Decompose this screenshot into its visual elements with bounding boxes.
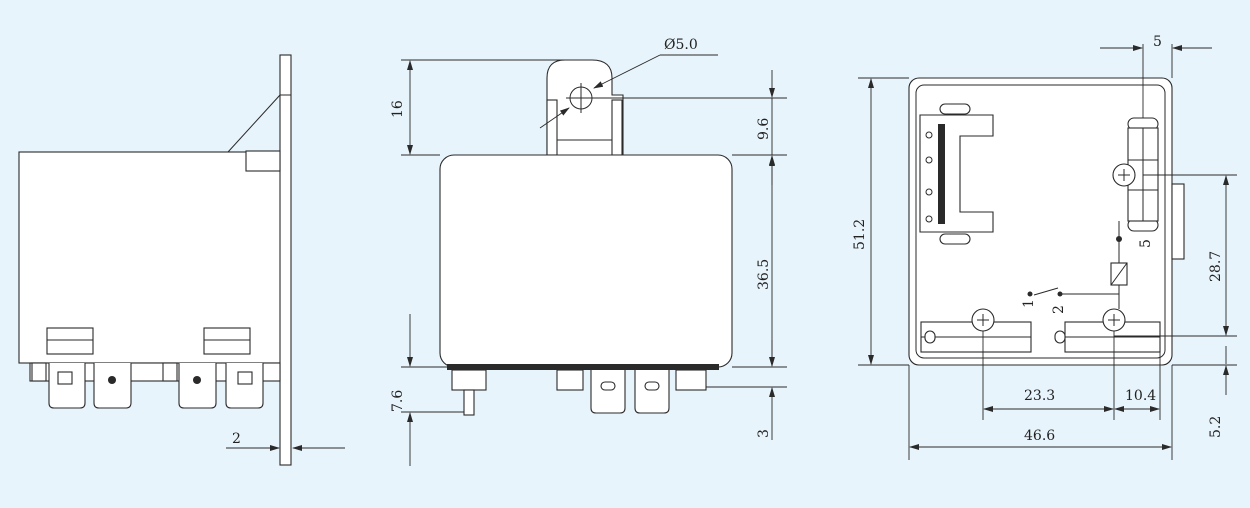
- terminal-label-5: 5: [1138, 239, 1154, 248]
- dim-bracket-height-label: 16: [390, 100, 406, 118]
- front-view: 16 9.6 36.5 3 7.6 Ø5.0: [390, 37, 787, 466]
- dim-width-label: 46.6: [1024, 428, 1055, 444]
- side-view: 2: [18, 54, 345, 466]
- dim-thickness-label: 2: [232, 431, 241, 447]
- dim-edge-offset-label: 10.4: [1125, 388, 1156, 404]
- side-view-mounting-plate: [279, 54, 292, 466]
- dim-hole-label: Ø5.0: [664, 37, 698, 53]
- dim-bottom-offset-label: 5.2: [1208, 416, 1224, 438]
- bottom-view: 1 2 5 5 51.2 28.7 5.2 23.3: [852, 34, 1237, 460]
- dim-hole-center-label: 9.6: [756, 118, 772, 140]
- dim-pin-length-label: 7.6: [390, 390, 406, 412]
- terminal-label-1: 1: [1021, 299, 1037, 308]
- side-view-terminal-block-left: [46, 327, 94, 355]
- side-view-terminal-block-right: [203, 327, 251, 355]
- dim-top-gap-label: 5: [1153, 34, 1162, 50]
- dim-height-label: 51.2: [852, 219, 868, 250]
- dim-body-height-label: 36.5: [756, 259, 772, 290]
- front-view-body: [439, 154, 733, 368]
- front-view-bracket: [546, 59, 624, 156]
- terminal-label-2: 2: [1051, 305, 1067, 314]
- dim-terminal-length-label: 3: [756, 429, 772, 438]
- dim-terminal-spacing-label: 23.3: [1024, 388, 1055, 404]
- dim-terminal-offset-label: 28.7: [1208, 251, 1224, 282]
